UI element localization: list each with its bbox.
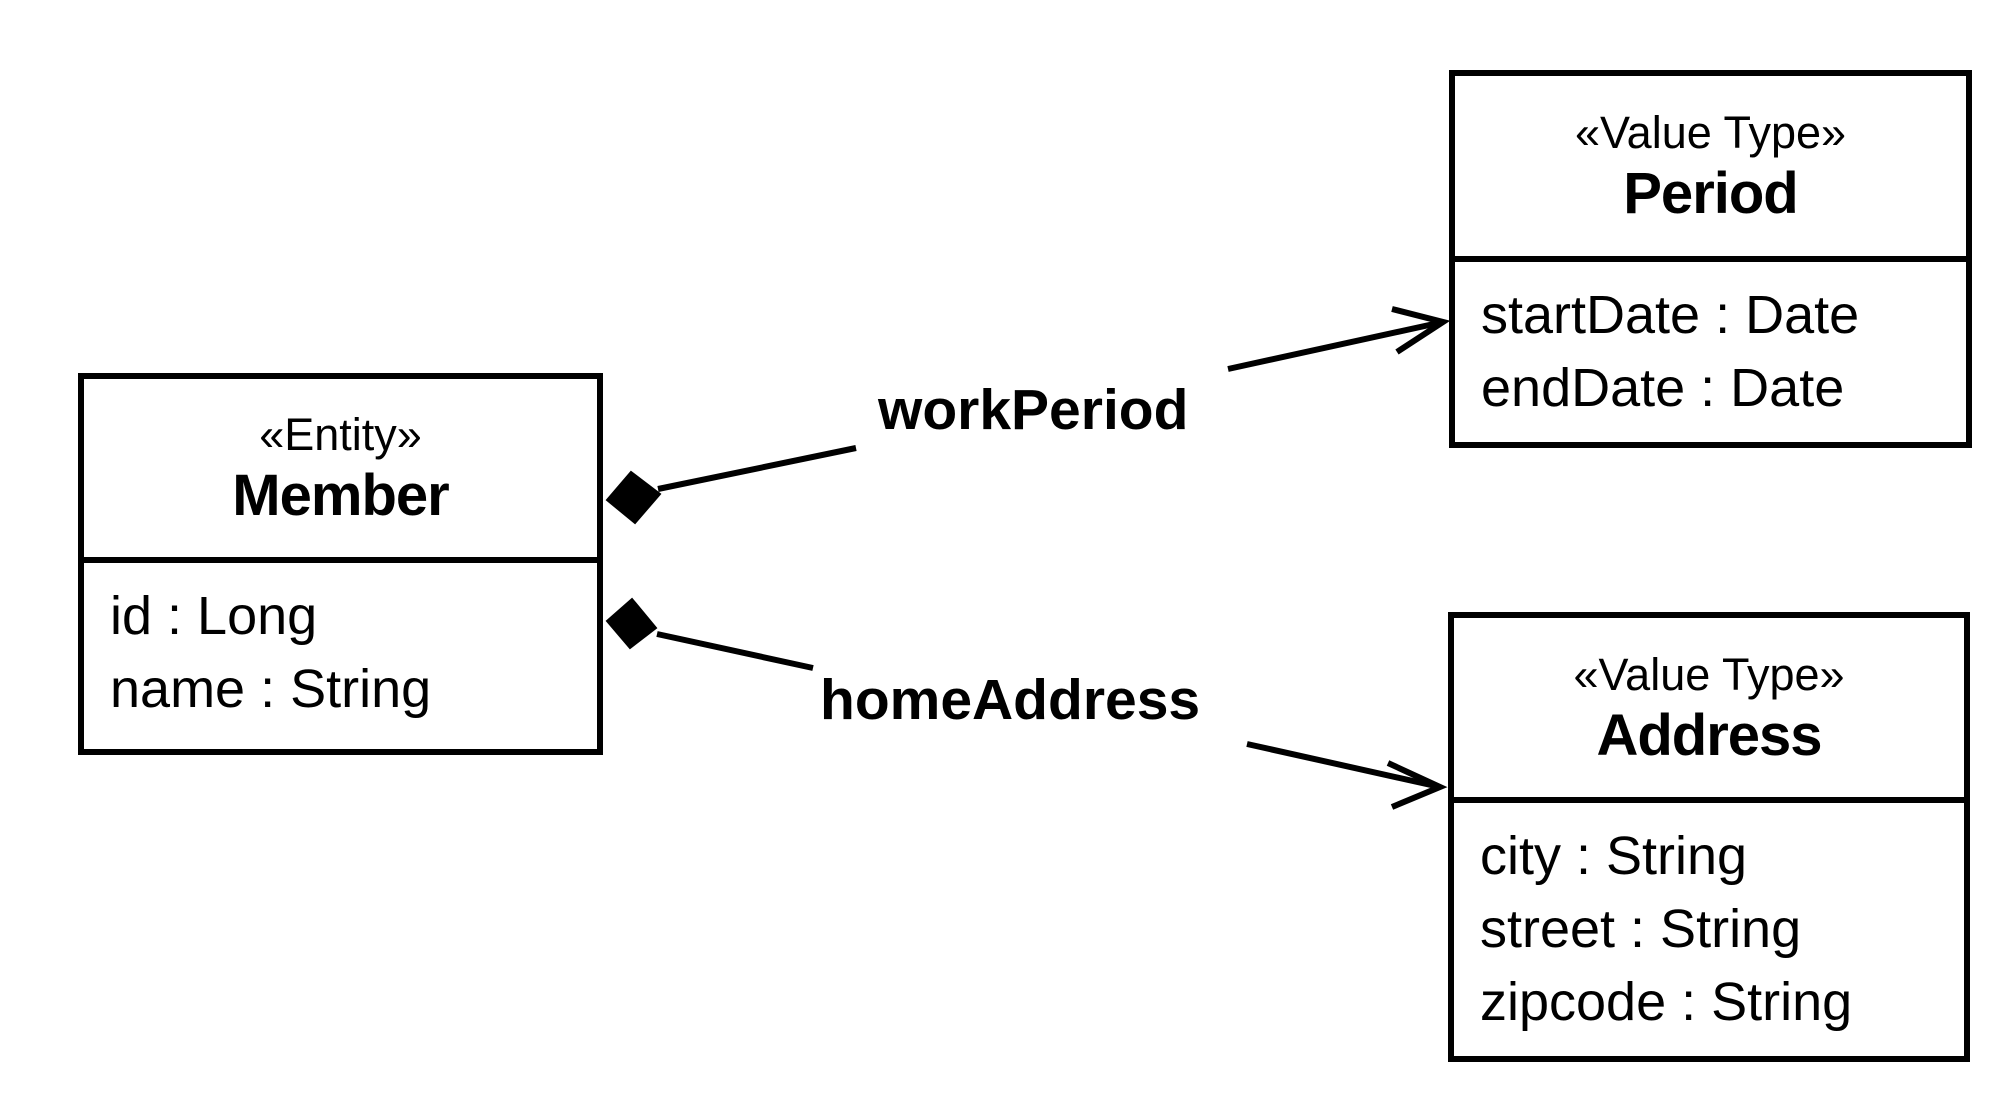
association-label-homeaddress: homeAddress: [820, 668, 1201, 732]
stereotype-label: «Entity»: [259, 409, 422, 460]
class-title-compartment: «Value Type» Address: [1454, 618, 1964, 803]
class-name: Address: [1596, 702, 1822, 768]
stereotype-label: «Value Type»: [1573, 648, 1845, 700]
attribute-line: id : Long: [110, 586, 318, 646]
open-arrowhead-icon: [1391, 306, 1451, 355]
attribute-line: city : String: [1480, 826, 1748, 886]
class-name: Period: [1623, 161, 1798, 226]
open-arrowhead-icon: [1386, 760, 1448, 810]
association-label-workperiod: workPeriod: [878, 378, 1189, 442]
class-attributes-compartment: city : String street : String zipcode : …: [1454, 803, 1964, 1039]
attribute-line: zipcode : String: [1480, 972, 1853, 1032]
attribute-line: name : String: [110, 659, 432, 719]
class-attributes-compartment: id : Long name : String: [84, 563, 597, 726]
composition-diamond-icon: [605, 597, 658, 650]
class-box-address: «Value Type» Address city : String stree…: [1448, 612, 1970, 1062]
association-line: [657, 445, 857, 492]
stereotype-label: «Value Type»: [1574, 107, 1847, 158]
association-line: [1227, 319, 1444, 372]
attribute-line: startDate : Date: [1481, 285, 1860, 345]
association-line: [656, 631, 814, 671]
class-attributes-compartment: startDate : Date endDate : Date: [1455, 262, 1966, 425]
class-name: Member: [232, 463, 449, 528]
attribute-line: endDate : Date: [1481, 358, 1845, 418]
attribute-line: street : String: [1480, 899, 1802, 959]
class-title-compartment: «Value Type» Period: [1455, 76, 1966, 262]
class-box-period: «Value Type» Period startDate : Date end…: [1449, 70, 1972, 448]
class-title-compartment: «Entity» Member: [84, 379, 597, 563]
association-line: [1246, 741, 1441, 790]
class-box-member: «Entity» Member id : Long name : String: [78, 373, 603, 755]
composition-diamond-icon: [605, 470, 662, 525]
